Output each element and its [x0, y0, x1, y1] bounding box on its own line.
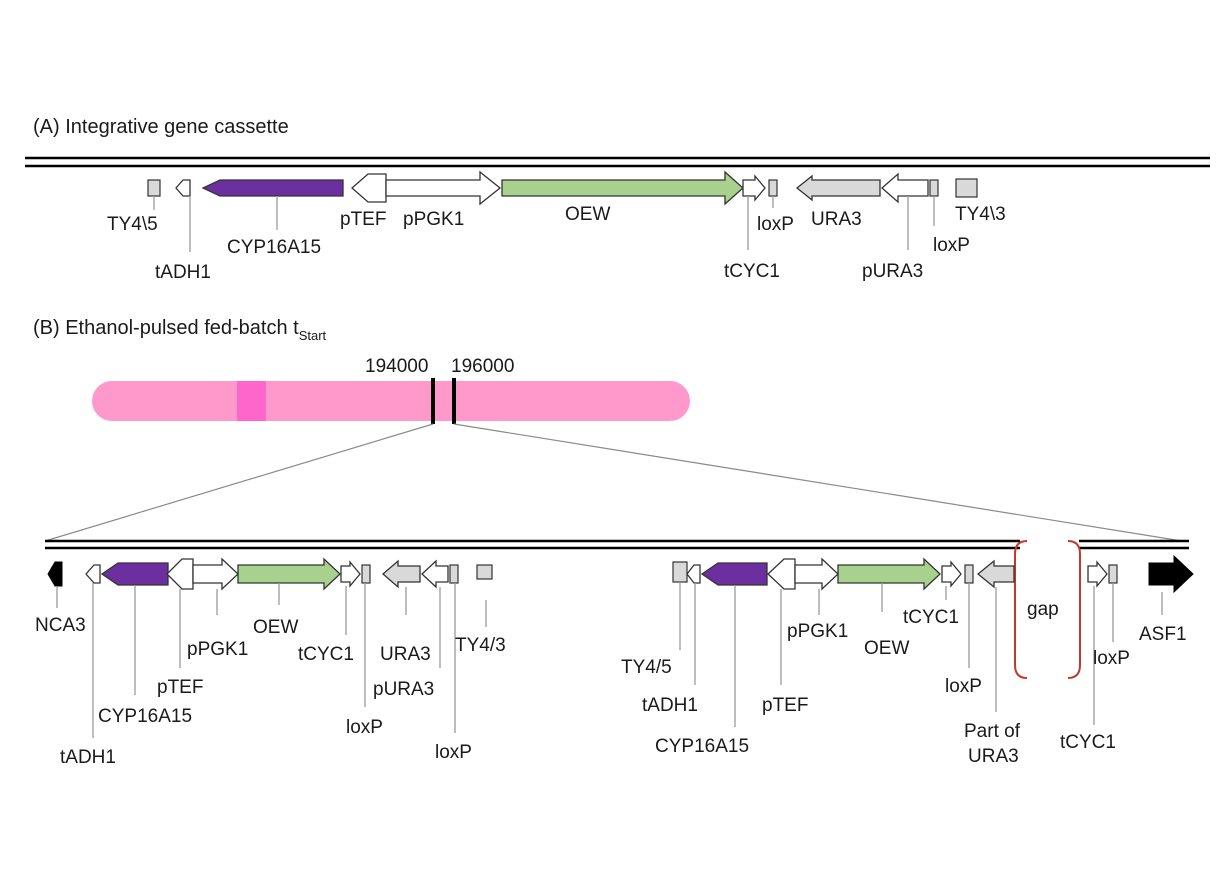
a-label-ppgk1: pPGK1 — [403, 209, 464, 230]
a-label-cyp16a15: CYP16A15 — [227, 237, 321, 258]
b2-part-ura3-arrow — [976, 559, 1015, 589]
chromosome-label-196000: 196000 — [451, 356, 514, 377]
chromosome-marker-196000 — [452, 378, 456, 424]
gap-bracket-right — [1067, 540, 1081, 679]
b2-label-gap: gap — [1027, 599, 1059, 620]
a-pura3-arrow — [881, 172, 929, 204]
b2-label-loxp-after-gap: loxP — [1093, 648, 1130, 669]
b-ppgk1-arrow — [192, 557, 239, 591]
a-ty45-box — [147, 179, 161, 197]
a-label-ura3: URA3 — [811, 209, 862, 230]
a-ptef-arrow — [351, 173, 387, 203]
b-loxp-box-2 — [449, 564, 459, 584]
b-label-nca3: NCA3 — [35, 615, 86, 636]
a-label-ty43: TY4\3 — [955, 204, 1006, 225]
a-cyp16a15-arrow — [201, 179, 344, 197]
b2-ty45-box — [672, 561, 688, 583]
b-label-pura3: pURA3 — [373, 679, 434, 700]
chromosome-centromere-band — [237, 381, 266, 421]
a-label-oew: OEW — [565, 204, 610, 225]
a-label-loxp-1: loxP — [757, 214, 794, 235]
b2-label-cyp16a15: CYP16A15 — [655, 736, 749, 757]
b-nca3-arrow — [47, 561, 63, 587]
b2-label-tadh1: tADH1 — [642, 695, 698, 716]
a-ura3-arrow — [795, 174, 881, 202]
b-ura3-arrow — [382, 559, 421, 589]
a-tcyc1-arrow — [742, 174, 766, 202]
b-ptef-arrow — [166, 558, 194, 590]
b2-ppgk1-arrow — [794, 557, 839, 591]
a-tadh1-arrow — [175, 179, 191, 197]
b-label-oew: OEW — [253, 617, 298, 638]
panel-a-title: (A) Integrative gene cassette — [33, 116, 289, 138]
b2-label-loxp: loxP — [945, 676, 982, 697]
b-tcyc1-arrow — [340, 560, 361, 588]
b2-label-part-ura3-line1: Part of — [964, 721, 1021, 742]
b-ty43-box — [476, 564, 493, 580]
b-label-tcyc1: tCYC1 — [298, 644, 354, 665]
a-loxp-box-1 — [768, 179, 778, 197]
b2-label-ppgk1: pPGK1 — [787, 621, 848, 642]
b2-loxp-box — [964, 564, 974, 584]
a-label-tadh1: tADH1 — [155, 262, 211, 283]
b2-ptef-arrow — [767, 558, 796, 590]
a-oew-arrow — [501, 170, 744, 206]
a-ty43-box — [955, 178, 978, 198]
gap-bracket-left — [1014, 540, 1028, 679]
b2-label-asf1: ASF1 — [1139, 624, 1187, 645]
b-label-ptef: pTEF — [157, 677, 203, 698]
a-ppgk1-arrow — [385, 170, 502, 206]
b2-tadh1-arrow — [686, 564, 701, 584]
b-label-loxp-1: loxP — [346, 717, 383, 738]
chromosome-marker-194000 — [431, 378, 435, 424]
a-label-pura3: pURA3 — [862, 261, 923, 282]
b-cyp16a15-arrow — [100, 562, 169, 586]
b2-tcyc1-arrow-after-gap — [1087, 560, 1108, 588]
zoom-line-right — [453, 423, 1183, 542]
a-label-ptef: pTEF — [340, 209, 386, 230]
b2-label-ptef: pTEF — [762, 695, 808, 716]
b2-cyp16a15-arrow — [700, 562, 768, 586]
a-label-tcyc1: tCYC1 — [724, 261, 780, 282]
b2-label-tcyc1: tCYC1 — [903, 607, 959, 628]
zoom-line-left — [44, 423, 434, 542]
b-label-loxp-2: loxP — [435, 742, 472, 763]
b2-label-ty45: TY4/5 — [621, 657, 672, 678]
a-label-ty45: TY4\5 — [107, 214, 158, 235]
b-label-tadh1: tADH1 — [60, 747, 116, 768]
b-label-ppgk1: pPGK1 — [187, 639, 248, 660]
b-label-ty43: TY4/3 — [455, 635, 506, 656]
b-pura3-arrow — [421, 559, 449, 589]
b-loxp-box-1 — [361, 564, 371, 584]
a-loxp-box-2 — [929, 179, 939, 197]
b-tadh1-arrow — [85, 564, 101, 584]
chromosome-bar — [92, 381, 690, 421]
chromosome-label-194000: 194000 — [365, 356, 428, 377]
b2-asf1-arrow — [1148, 554, 1194, 594]
b2-label-tcyc1-after-gap: tCYC1 — [1060, 732, 1116, 753]
b2-tcyc1-arrow — [941, 560, 962, 588]
b-label-cyp16a15: CYP16A15 — [98, 706, 192, 727]
b2-oew-arrow — [837, 557, 941, 591]
b2-label-part-ura3-line2: URA3 — [968, 746, 1019, 767]
panel-b-title: (B) Ethanol-pulsed fed-batch tStart — [33, 317, 327, 343]
a-label-loxp-2: loxP — [933, 235, 970, 256]
b2-loxp-box-after-gap — [1108, 564, 1118, 584]
b-label-ura3: URA3 — [380, 644, 431, 665]
b-oew-arrow — [237, 557, 341, 591]
b2-label-oew: OEW — [864, 638, 909, 659]
